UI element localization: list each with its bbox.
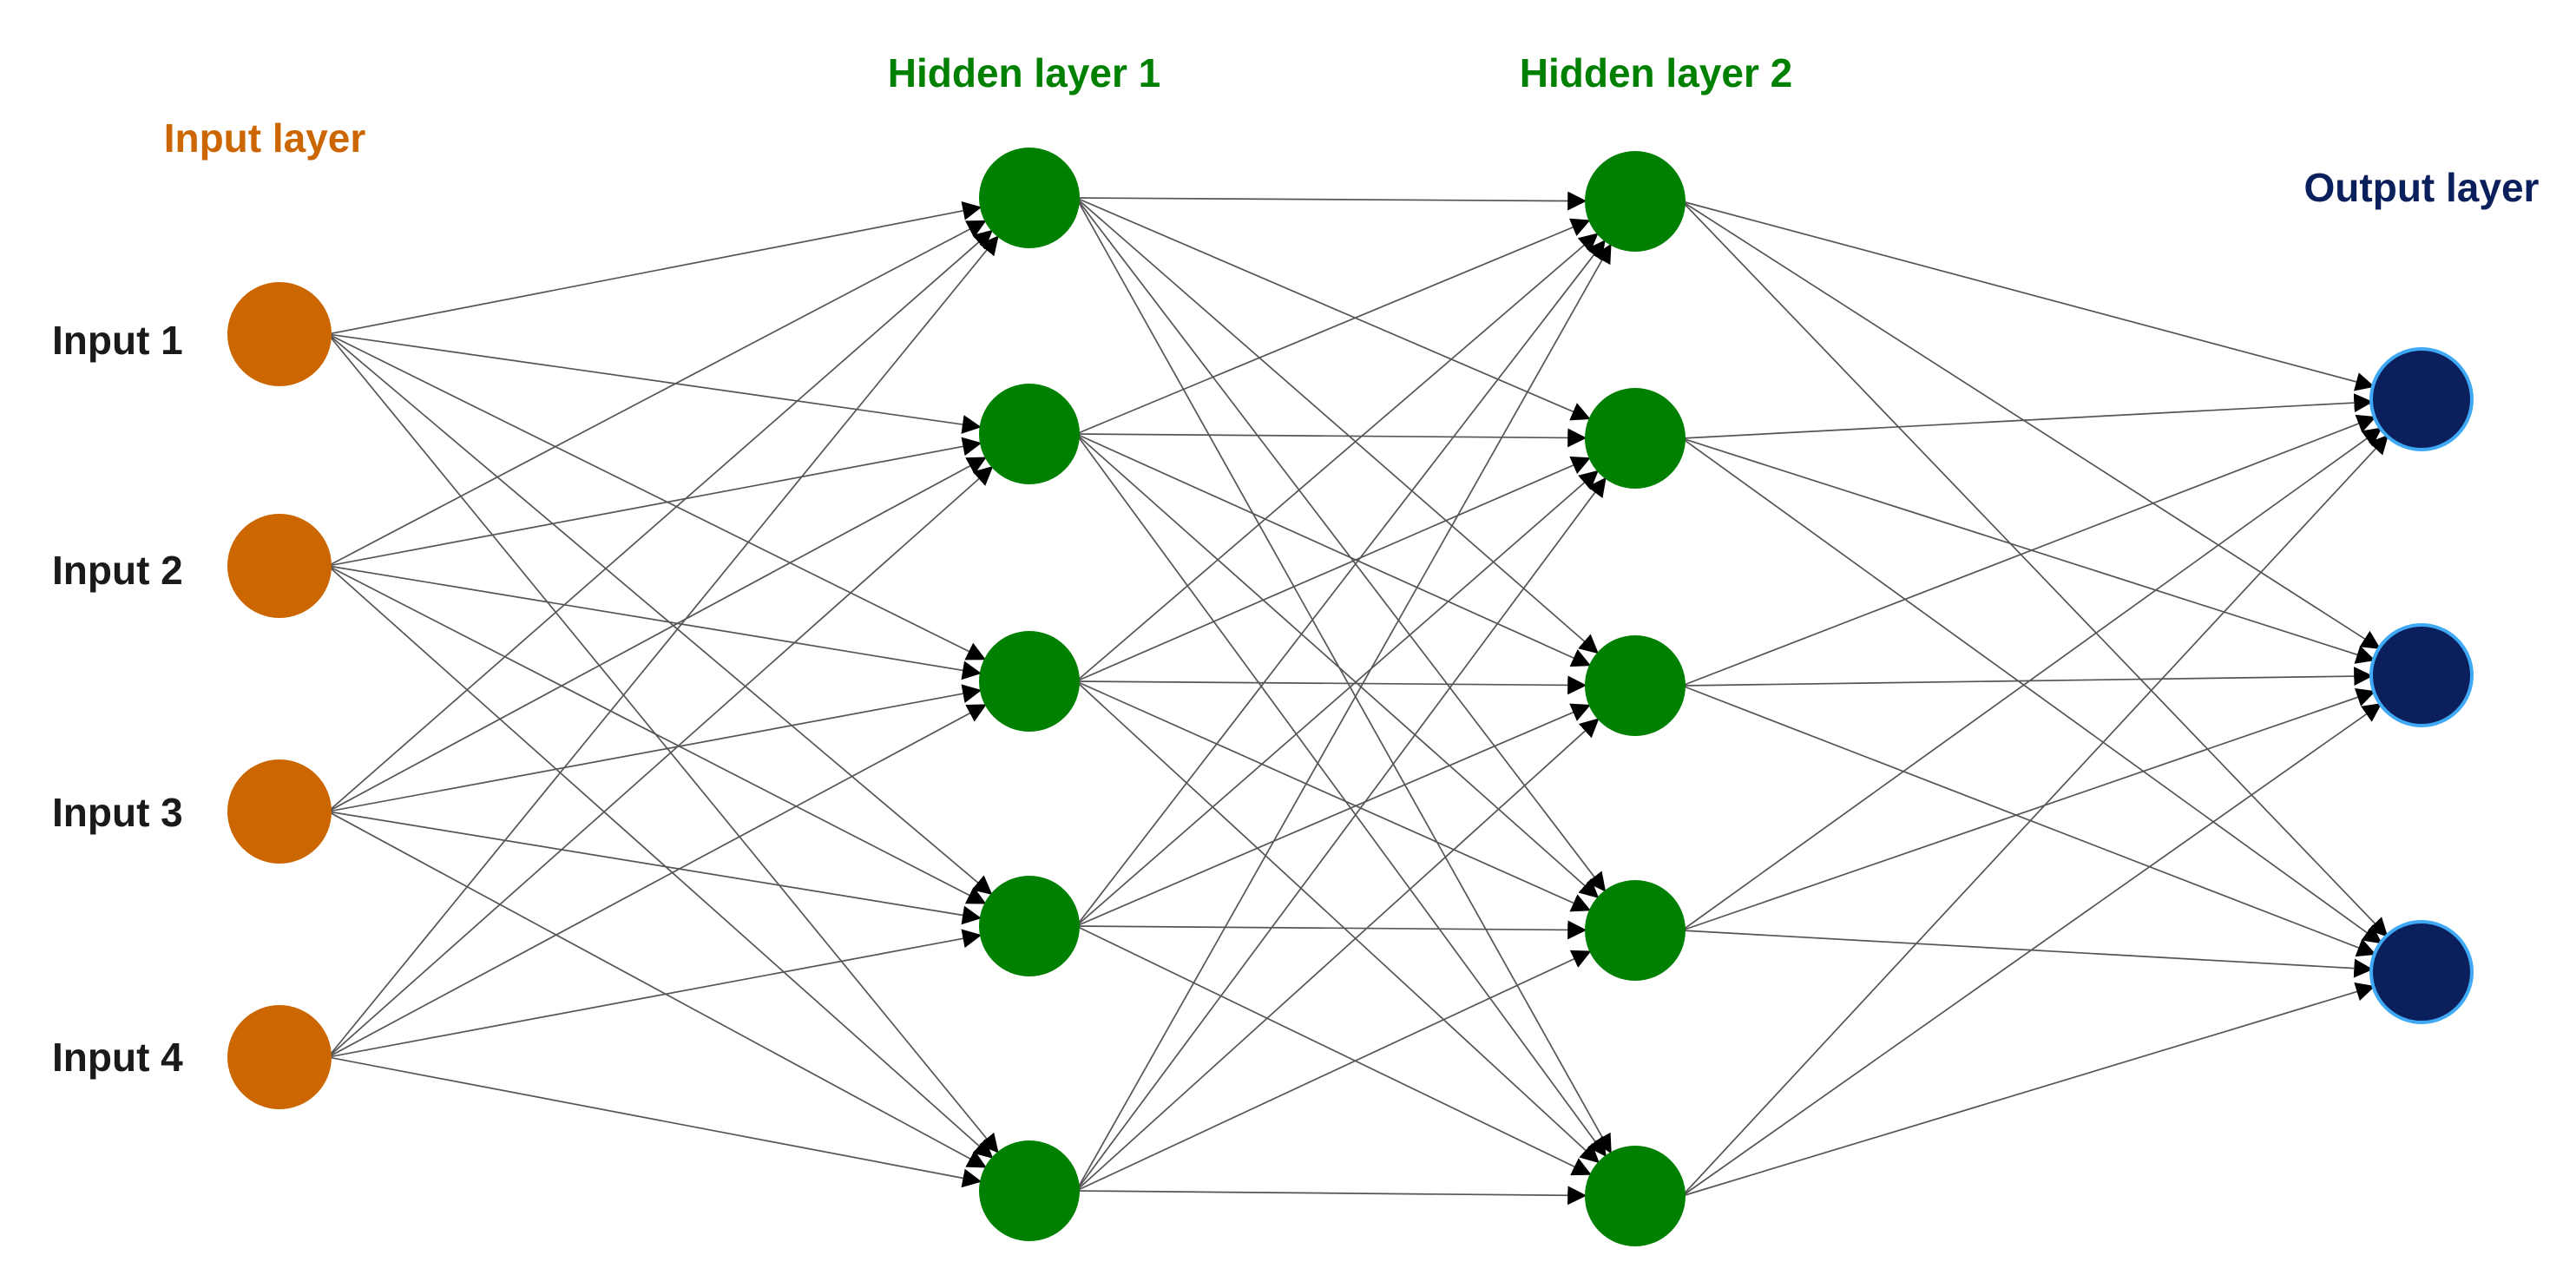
edge-hidden1-5-to-hidden2-5	[1075, 1186, 1587, 1206]
edge-hidden2-4-to-output-2	[1681, 687, 2376, 931]
output-node-3	[2369, 920, 2474, 1024]
edge-hidden1-4-to-hidden2-1	[1075, 240, 1606, 927]
edge-hidden2-2-to-output-1	[1681, 393, 2374, 439]
hidden1-node-5	[979, 1140, 1080, 1241]
edge-hidden2-5-to-output-2	[1681, 703, 2382, 1197]
edge-hidden1-1-to-hidden2-3	[1075, 197, 1599, 654]
edge-input-1-to-hidden1-1	[327, 201, 982, 335]
hidden-layer-2-title: Hidden layer 2	[1520, 50, 1792, 95]
edge-input-4-to-hidden1-3	[327, 704, 987, 1058]
input-node-1	[227, 282, 332, 386]
input-node-3	[227, 759, 332, 864]
output-layer-title: Output layer	[2304, 165, 2540, 210]
edge-hidden2-4-to-output-1	[1681, 427, 2382, 931]
edge-hidden2-3-to-output-3	[1681, 685, 2376, 957]
edge-hidden1-4-to-hidden2-2	[1075, 470, 1599, 927]
edge-hidden1-2-to-hidden2-1	[1075, 218, 1591, 435]
edge-hidden2-5-to-output-1	[1681, 434, 2389, 1197]
edge-input-1-to-hidden1-5	[327, 333, 999, 1153]
edge-hidden1-4-to-hidden2-4	[1075, 920, 1587, 940]
hidden1-node-2	[979, 384, 1080, 484]
edge-input-4-to-hidden1-5	[327, 1056, 982, 1188]
edge-hidden1-3-to-hidden2-5	[1075, 680, 1600, 1164]
edge-hidden1-2-to-hidden2-4	[1075, 433, 1600, 898]
output-node-1	[2369, 347, 2474, 451]
connections	[327, 191, 2389, 1206]
hidden1-node-3	[979, 631, 1080, 732]
edge-input-4-to-hidden1-2	[327, 466, 994, 1058]
edge-hidden1-2-to-hidden2-5	[1075, 433, 1607, 1158]
input-2-label: Input 2	[52, 548, 183, 593]
edge-hidden2-5-to-output-3	[1681, 983, 2376, 1197]
edge-hidden1-3-to-hidden2-4	[1075, 680, 1592, 912]
edge-hidden1-3-to-hidden2-3	[1075, 675, 1587, 695]
edge-input-3-to-hidden1-2	[327, 457, 987, 812]
edge-hidden1-3-to-hidden2-1	[1075, 233, 1599, 682]
edge-input-2-to-hidden1-2	[327, 437, 982, 567]
edge-input-1-to-hidden1-4	[327, 333, 993, 896]
edge-hidden1-4-to-hidden2-3	[1075, 703, 1591, 927]
hidden2-node-3	[1585, 635, 1686, 736]
edge-hidden1-5-to-hidden2-1	[1075, 243, 1612, 1192]
edge-hidden2-1-to-output-2	[1681, 200, 2382, 649]
edge-input-2-to-hidden1-3	[327, 565, 982, 680]
hidden2-node-4	[1585, 880, 1686, 981]
input-3-label: Input 3	[52, 790, 183, 835]
input-4-label: Input 4	[52, 1035, 183, 1080]
edge-hidden1-1-to-hidden2-4	[1075, 197, 1607, 892]
edge-hidden1-5-to-hidden2-2	[1075, 476, 1607, 1192]
edge-hidden1-1-to-hidden2-2	[1075, 197, 1591, 421]
edge-hidden2-1-to-output-3	[1681, 200, 2389, 937]
edge-input-4-to-hidden1-4	[327, 929, 982, 1058]
edge-hidden1-4-to-hidden2-5	[1075, 925, 1592, 1176]
hidden2-node-5	[1585, 1146, 1686, 1246]
input-node-2	[227, 514, 332, 618]
edge-input-1-to-hidden1-2	[327, 333, 982, 434]
edge-hidden2-4-to-output-3	[1681, 930, 2374, 978]
edge-hidden1-5-to-hidden2-4	[1075, 950, 1592, 1192]
edge-hidden1-2-to-hidden2-3	[1075, 433, 1592, 667]
edge-hidden2-2-to-output-3	[1681, 437, 2382, 944]
edge-hidden2-2-to-output-2	[1681, 437, 2376, 664]
edge-input-1-to-hidden1-3	[327, 333, 986, 661]
edge-input-4-to-hidden1-1	[327, 235, 999, 1058]
hidden1-node-1	[979, 148, 1080, 248]
edge-input-3-to-hidden1-1	[327, 229, 994, 812]
hidden2-node-2	[1585, 388, 1686, 489]
edge-input-3-to-hidden1-4	[327, 811, 982, 925]
edge-hidden2-1-to-output-1	[1681, 200, 2376, 391]
neurons	[227, 148, 2474, 1246]
edge-input-2-to-hidden1-5	[327, 565, 994, 1159]
hidden-layer-1-title: Hidden layer 1	[888, 50, 1160, 95]
input-1-label: Input 1	[52, 318, 183, 363]
edge-input-2-to-hidden1-4	[327, 565, 987, 904]
edge-input-3-to-hidden1-3	[327, 684, 982, 812]
edge-hidden2-3-to-output-1	[1681, 414, 2376, 687]
edge-input-3-to-hidden1-5	[327, 811, 987, 1168]
edge-hidden1-3-to-hidden2-2	[1075, 456, 1591, 682]
input-node-4	[227, 1005, 332, 1109]
edge-input-2-to-hidden1-1	[327, 220, 987, 567]
edge-hidden1-5-to-hidden2-3	[1075, 718, 1600, 1192]
edge-hidden1-1-to-hidden2-1	[1075, 191, 1587, 211]
hidden1-node-4	[979, 876, 1080, 976]
edge-hidden1-2-to-hidden2-2	[1075, 428, 1587, 448]
output-node-2	[2369, 623, 2474, 727]
hidden2-node-1	[1585, 151, 1686, 252]
input-layer-title: Input layer	[164, 115, 366, 161]
edge-hidden1-1-to-hidden2-5	[1075, 197, 1612, 1154]
edge-hidden2-3-to-output-2	[1681, 667, 2374, 687]
